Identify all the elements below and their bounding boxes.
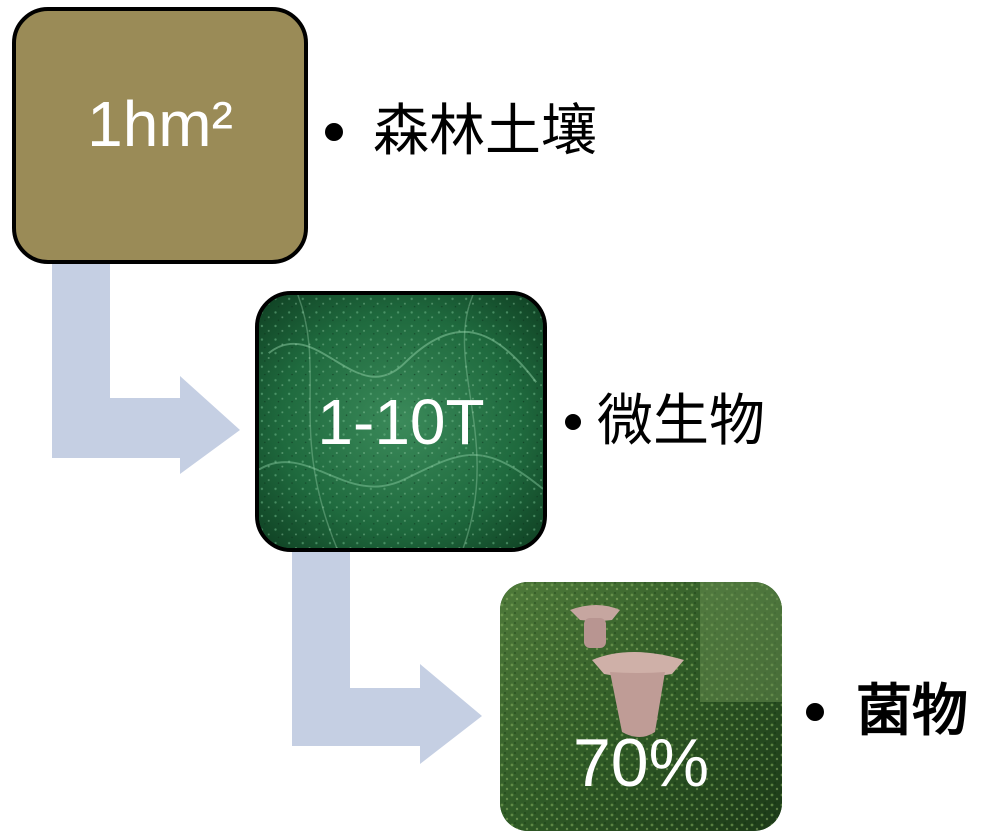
- step3-label: 菌物: [856, 679, 968, 744]
- step1-bullet: 森林土壤: [325, 104, 597, 160]
- green-microbe-texture-icon: [259, 295, 543, 548]
- arrow-step2-to-step3: [292, 552, 482, 764]
- bullet-dot-icon: [325, 123, 343, 141]
- step1-value: 1hm²: [87, 87, 233, 160]
- step1-box: 1hm²: [12, 7, 308, 264]
- step2-bullet: 微生物: [565, 394, 765, 450]
- mushroom-on-moss-photo-icon: [500, 582, 782, 831]
- step2-box: 1-10T: [255, 291, 547, 552]
- arrow-step1-to-step2: [52, 264, 240, 474]
- step2-label: 微生物: [597, 389, 765, 454]
- step3-bullet: 菌物: [806, 684, 968, 740]
- step2-value: 1-10T: [317, 385, 485, 458]
- step3-value: 70%: [572, 725, 710, 801]
- bullet-dot-icon: [806, 703, 824, 721]
- step3-box: 70%: [500, 582, 782, 831]
- bullet-dot-icon: [565, 414, 581, 430]
- step1-label: 森林土壤: [373, 99, 597, 164]
